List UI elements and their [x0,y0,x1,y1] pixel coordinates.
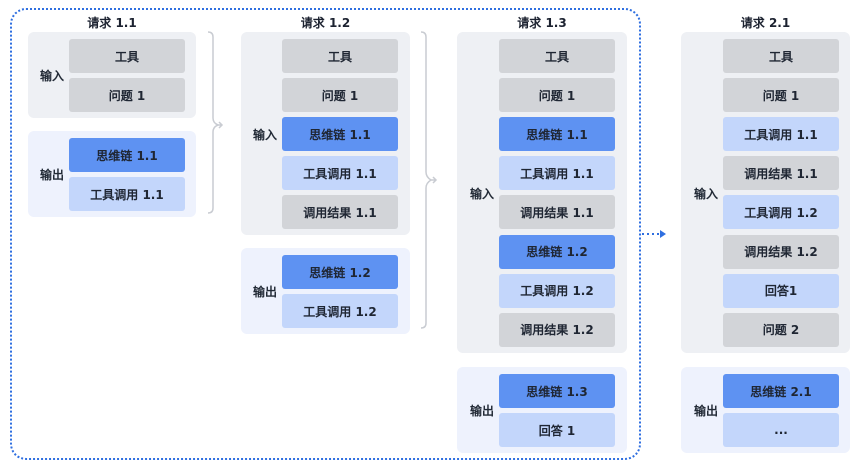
context-block: 思维链 2.1 [723,374,839,408]
context-block: 问题 1 [499,78,615,113]
context-block: 工具调用 1.1 [282,156,398,191]
context-block: 工具 [499,39,615,73]
output-label: 输出 [40,168,65,182]
input-label: 输入 [40,69,65,83]
output-label: 输出 [470,404,495,418]
context-block: 问题 1 [69,78,185,113]
context-block: 工具调用 1.1 [499,156,615,191]
context-block: 思维链 1.1 [282,117,398,152]
context-block: 工具 [282,39,398,73]
context-block: 思维链 1.3 [499,374,615,408]
context-block: ... [723,413,839,448]
request-title: 请求 1.3 [517,16,567,30]
request-title: 请求 2.1 [740,16,791,30]
context-block: 调用结果 1.1 [499,195,615,230]
input-label: 输入 [253,127,278,142]
context-block: 调用结果 1.1 [282,195,398,230]
context-block: 调用结果 1.1 [723,156,839,191]
arrow-3-head [660,230,666,238]
context-block: 工具调用 1.2 [499,273,615,308]
context-block: 问题 2 [723,312,839,347]
output-label: 输出 [694,404,719,418]
brace-1 [207,31,221,214]
context-block: 工具 [723,39,839,73]
context-block: 调用结果 1.2 [723,234,839,269]
context-block: 思维链 1.1 [499,117,615,152]
context-block: 思维链 1.2 [282,255,398,289]
context-block: 工具调用 1.1 [69,177,185,212]
output-label: 输出 [253,285,278,299]
context-block: 思维链 1.2 [499,234,615,269]
context-block: 问题 1 [723,78,839,113]
request-title: 请求 1.1 [87,16,137,30]
input-label: 输入 [470,186,495,201]
arrow-1 [218,121,224,129]
context-block: 工具调用 1.2 [282,294,398,329]
context-block: 回答1 [723,273,839,308]
context-block: 问题 1 [282,78,398,113]
context-block: 思维链 1.1 [69,138,185,172]
context-block: 工具调用 1.1 [723,117,839,152]
context-block: 工具调用 1.2 [723,195,839,230]
dashed-group-frame [10,8,641,460]
context-block: 调用结果 1.2 [499,312,615,347]
request-title: 请求 1.2 [300,16,351,30]
context-block: 工具 [69,39,185,73]
arrow-2 [431,176,438,184]
brace-2 [420,31,433,329]
input-label: 输入 [694,186,719,201]
context-block: 回答 1 [499,413,615,448]
